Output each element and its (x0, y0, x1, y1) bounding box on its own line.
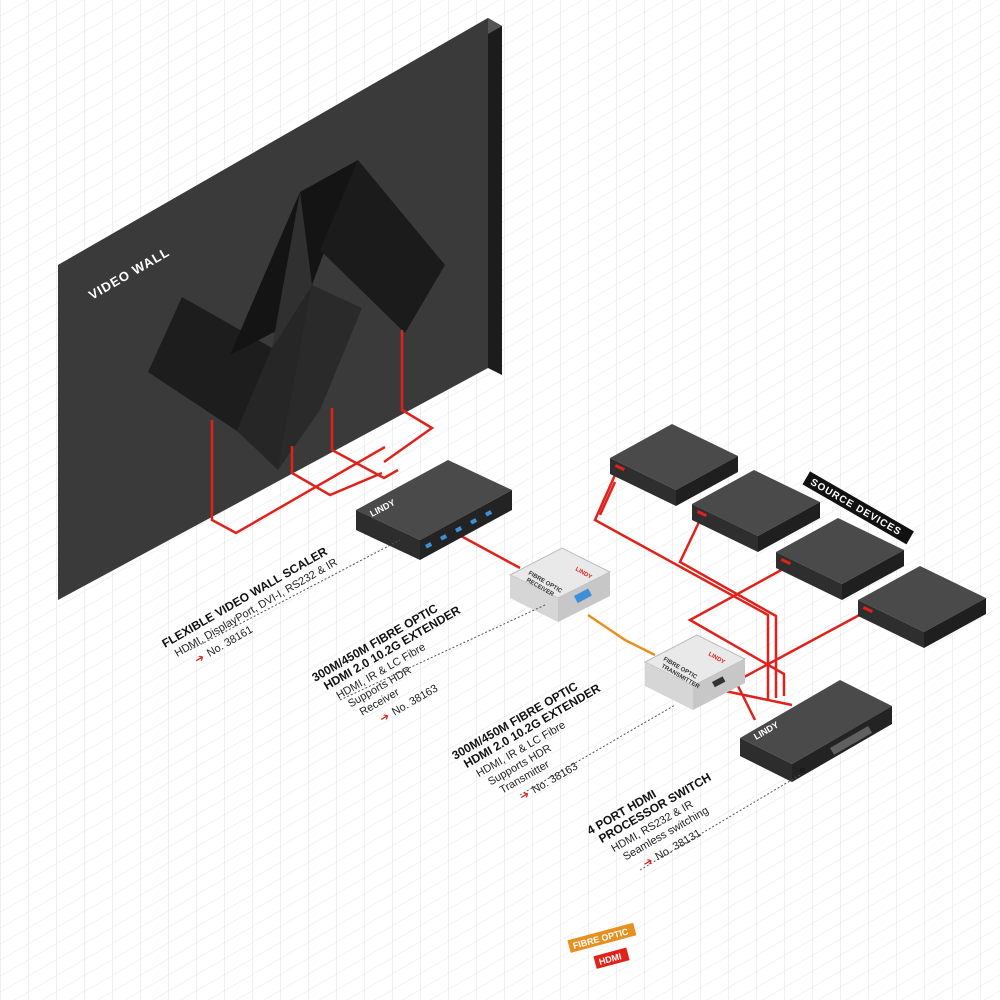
fibre-optic-receiver: FIBRE OPTIC RECEIVER LINDY (508, 547, 612, 622)
leader-lines (189, 539, 801, 871)
legend-hdmi: HDMI (593, 947, 630, 969)
hdmi-cable-transmitter-switch (733, 679, 757, 721)
hdmi-processor-switch: LINDY (740, 680, 892, 782)
fibre-optic-transmitter: FIBRE OPTIC TRANSMITTER LINDY (643, 634, 747, 710)
video-wall: VIDEO WALL (58, 18, 502, 600)
hdmi-cables-wall (210, 330, 435, 535)
fibre-cable (587, 613, 656, 657)
video-wall-scaler: LINDY (356, 460, 512, 560)
